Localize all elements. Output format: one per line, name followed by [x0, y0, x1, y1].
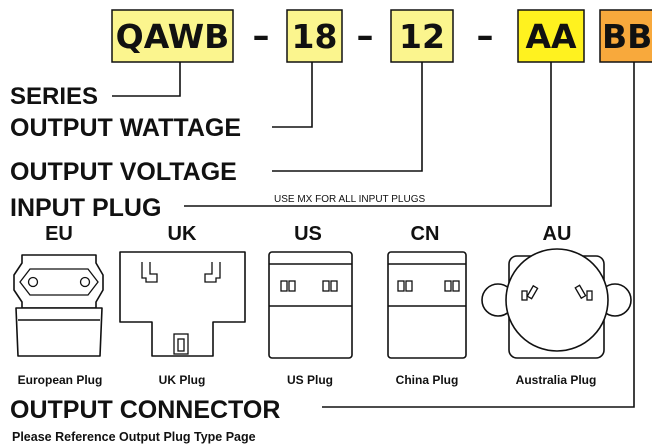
uk-plug-icon — [119, 251, 246, 357]
separator-dash: – — [357, 16, 374, 56]
plug-code-eu: EU — [45, 223, 73, 245]
code-segment-wattage: 18 — [286, 9, 343, 63]
cn-plug-icon — [387, 251, 467, 359]
code-output-connector: BB — [602, 17, 652, 56]
plug-name-au: Australia Plug — [516, 373, 597, 387]
plug-code-au: AU — [543, 223, 572, 245]
wattage-leader-line — [272, 62, 313, 128]
plug-name-eu: European Plug — [18, 373, 103, 387]
code-segment-output-connector: BB — [599, 9, 652, 63]
plug-name-uk: UK Plug — [159, 373, 206, 387]
plug-code-cn: CN — [411, 223, 440, 245]
plug-names: European Plug UK Plug US Plug China Plug… — [18, 373, 597, 387]
plug-codes: EU UK US CN AU — [45, 223, 571, 245]
code-segment-voltage: 12 — [390, 9, 454, 63]
code-wattage: 18 — [292, 17, 338, 56]
leader-lines — [112, 62, 635, 408]
code-segment-input-plug: AA — [517, 9, 585, 63]
output-connector-note: Please Reference Output Plug Type Page — [12, 430, 256, 444]
us-plug-icon — [268, 251, 353, 359]
plug-code-us: US — [294, 223, 322, 245]
code-voltage: 12 — [399, 17, 445, 56]
output-connector-leader-line — [322, 62, 635, 408]
code-input-plug: AA — [525, 17, 577, 56]
code-box-input-plug — [517, 9, 585, 63]
code-series: QAWB — [116, 17, 230, 56]
plug-name-cn: China Plug — [396, 373, 459, 387]
separator-dash: – — [477, 16, 494, 56]
output-wattage-label: OUTPUT WATTAGE — [10, 114, 241, 142]
series-leader-line — [112, 62, 181, 97]
code-box-wattage — [286, 9, 343, 63]
series-label: SERIES — [10, 83, 98, 110]
code-segment-series: QAWB — [111, 9, 234, 63]
code-box-series — [111, 9, 234, 63]
input-plug-note: USE MX FOR ALL INPUT PLUGS — [274, 194, 425, 205]
plug-name-us: US Plug — [287, 373, 333, 387]
eu-plug-icon — [13, 254, 104, 357]
input-plug-label: INPUT PLUG — [10, 194, 161, 222]
part-number-code: QAWB – 18 – 12 – AA BB — [111, 9, 652, 63]
au-plug-icon — [481, 248, 632, 359]
input-plug-leader-line — [184, 62, 552, 207]
code-box-output-connector — [599, 9, 652, 63]
voltage-leader-line — [272, 62, 423, 172]
plug-code-uk: UK — [168, 223, 197, 245]
field-labels: SERIES OUTPUT WATTAGE OUTPUT VOLTAGE INP… — [10, 83, 425, 444]
output-voltage-label: OUTPUT VOLTAGE — [10, 158, 237, 186]
output-connector-label: OUTPUT CONNECTOR — [10, 396, 280, 424]
separator-dash: – — [253, 16, 270, 56]
